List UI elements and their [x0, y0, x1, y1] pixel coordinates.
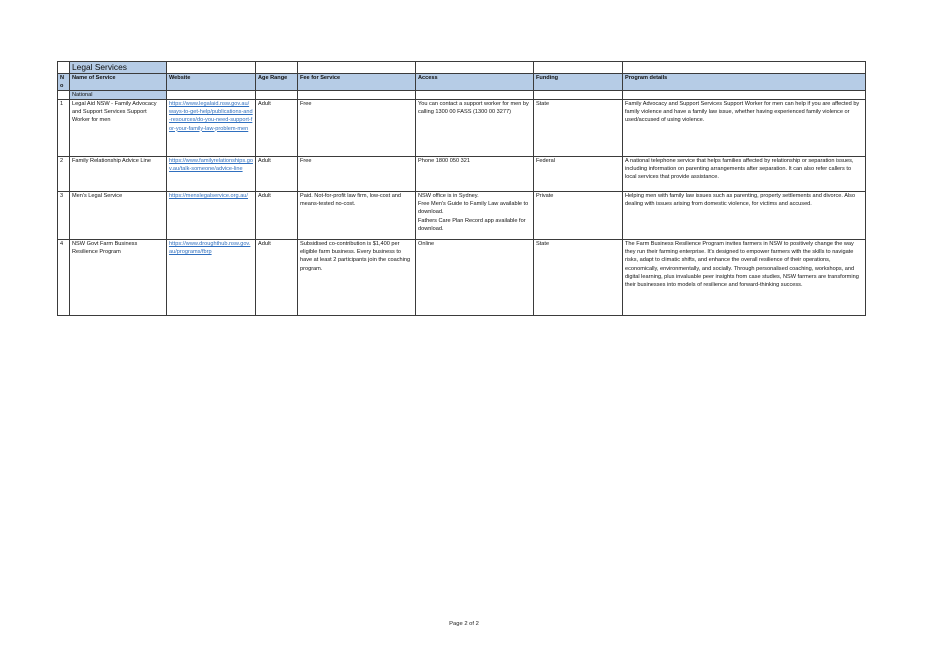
funding: Private	[533, 191, 623, 240]
row-number: 2	[57, 156, 70, 192]
service-name: Family Relationship Advice Line	[69, 156, 167, 192]
section-row: National	[57, 90, 866, 100]
legal-services-table: Legal Services No Name of Service Websit…	[57, 61, 866, 316]
section-label: National	[69, 90, 167, 100]
fee: Free	[297, 99, 416, 157]
title-row: Legal Services	[57, 61, 866, 74]
age-range: Adult	[255, 239, 298, 316]
fee: Subsidised co-contribution is $1,400 per…	[297, 239, 416, 316]
header-program-details: Program details	[622, 73, 866, 91]
table-row: 1 Legal Aid NSW - Family Advocacy and Su…	[57, 99, 866, 157]
access: You can contact a support worker for men…	[415, 99, 534, 157]
program-details: The Farm Business Resilience Program inv…	[622, 239, 866, 316]
age-range: Adult	[255, 99, 298, 157]
row-number: 4	[57, 239, 70, 316]
funding: State	[533, 239, 623, 316]
website-link[interactable]: https://menslegalservice.org.au/	[169, 193, 248, 199]
access: Phone 1800 050 321	[415, 156, 534, 192]
program-details: Helping men with family law issues such …	[622, 191, 866, 240]
access: Online	[415, 239, 534, 316]
website-link[interactable]: https://www.familyrelationships.gov.au/t…	[169, 158, 253, 173]
website-link[interactable]: https://www.legalaid.nsw.gov.au/ways-to-…	[169, 101, 253, 132]
service-name: Legal Aid NSW - Family Advocacy and Supp…	[69, 99, 167, 157]
header-age-range: Age Range	[255, 73, 298, 91]
age-range: Adult	[255, 191, 298, 240]
fee: Paid. Not-for-profit law firm, low-cost …	[297, 191, 416, 240]
header-no: No	[57, 73, 70, 91]
row-number: 1	[57, 99, 70, 157]
table-row: 3 Men's Legal Service https://menslegals…	[57, 191, 866, 240]
program-details: A national telephone service that helps …	[622, 156, 866, 192]
fee: Free	[297, 156, 416, 192]
header-row: No Name of Service Website Age Range Fee…	[57, 73, 866, 91]
header-website: Website	[166, 73, 256, 91]
header-access: Access	[415, 73, 534, 91]
service-name: Men's Legal Service	[69, 191, 167, 240]
age-range: Adult	[255, 156, 298, 192]
funding: Federal	[533, 156, 623, 192]
program-details: Family Advocacy and Support Services Sup…	[622, 99, 866, 157]
table-row: 2 Family Relationship Advice Line https:…	[57, 156, 866, 192]
header-fee: Fee for Service	[297, 73, 416, 91]
page-number: Page 2 of 2	[449, 621, 479, 627]
header-funding: Funding	[533, 73, 623, 91]
funding: State	[533, 99, 623, 157]
row-number: 3	[57, 191, 70, 240]
website-link[interactable]: https://www.droughthub.nsw.gov.au/progra…	[169, 241, 251, 256]
service-name: NSW Govt Farm Business Resilience Progra…	[69, 239, 167, 316]
access: NSW office is in Sydney. Free Men's Guid…	[415, 191, 534, 240]
table-row: 4 NSW Govt Farm Business Resilience Prog…	[57, 239, 866, 316]
header-name: Name of Service	[69, 73, 167, 91]
table-title: Legal Services	[69, 61, 167, 74]
